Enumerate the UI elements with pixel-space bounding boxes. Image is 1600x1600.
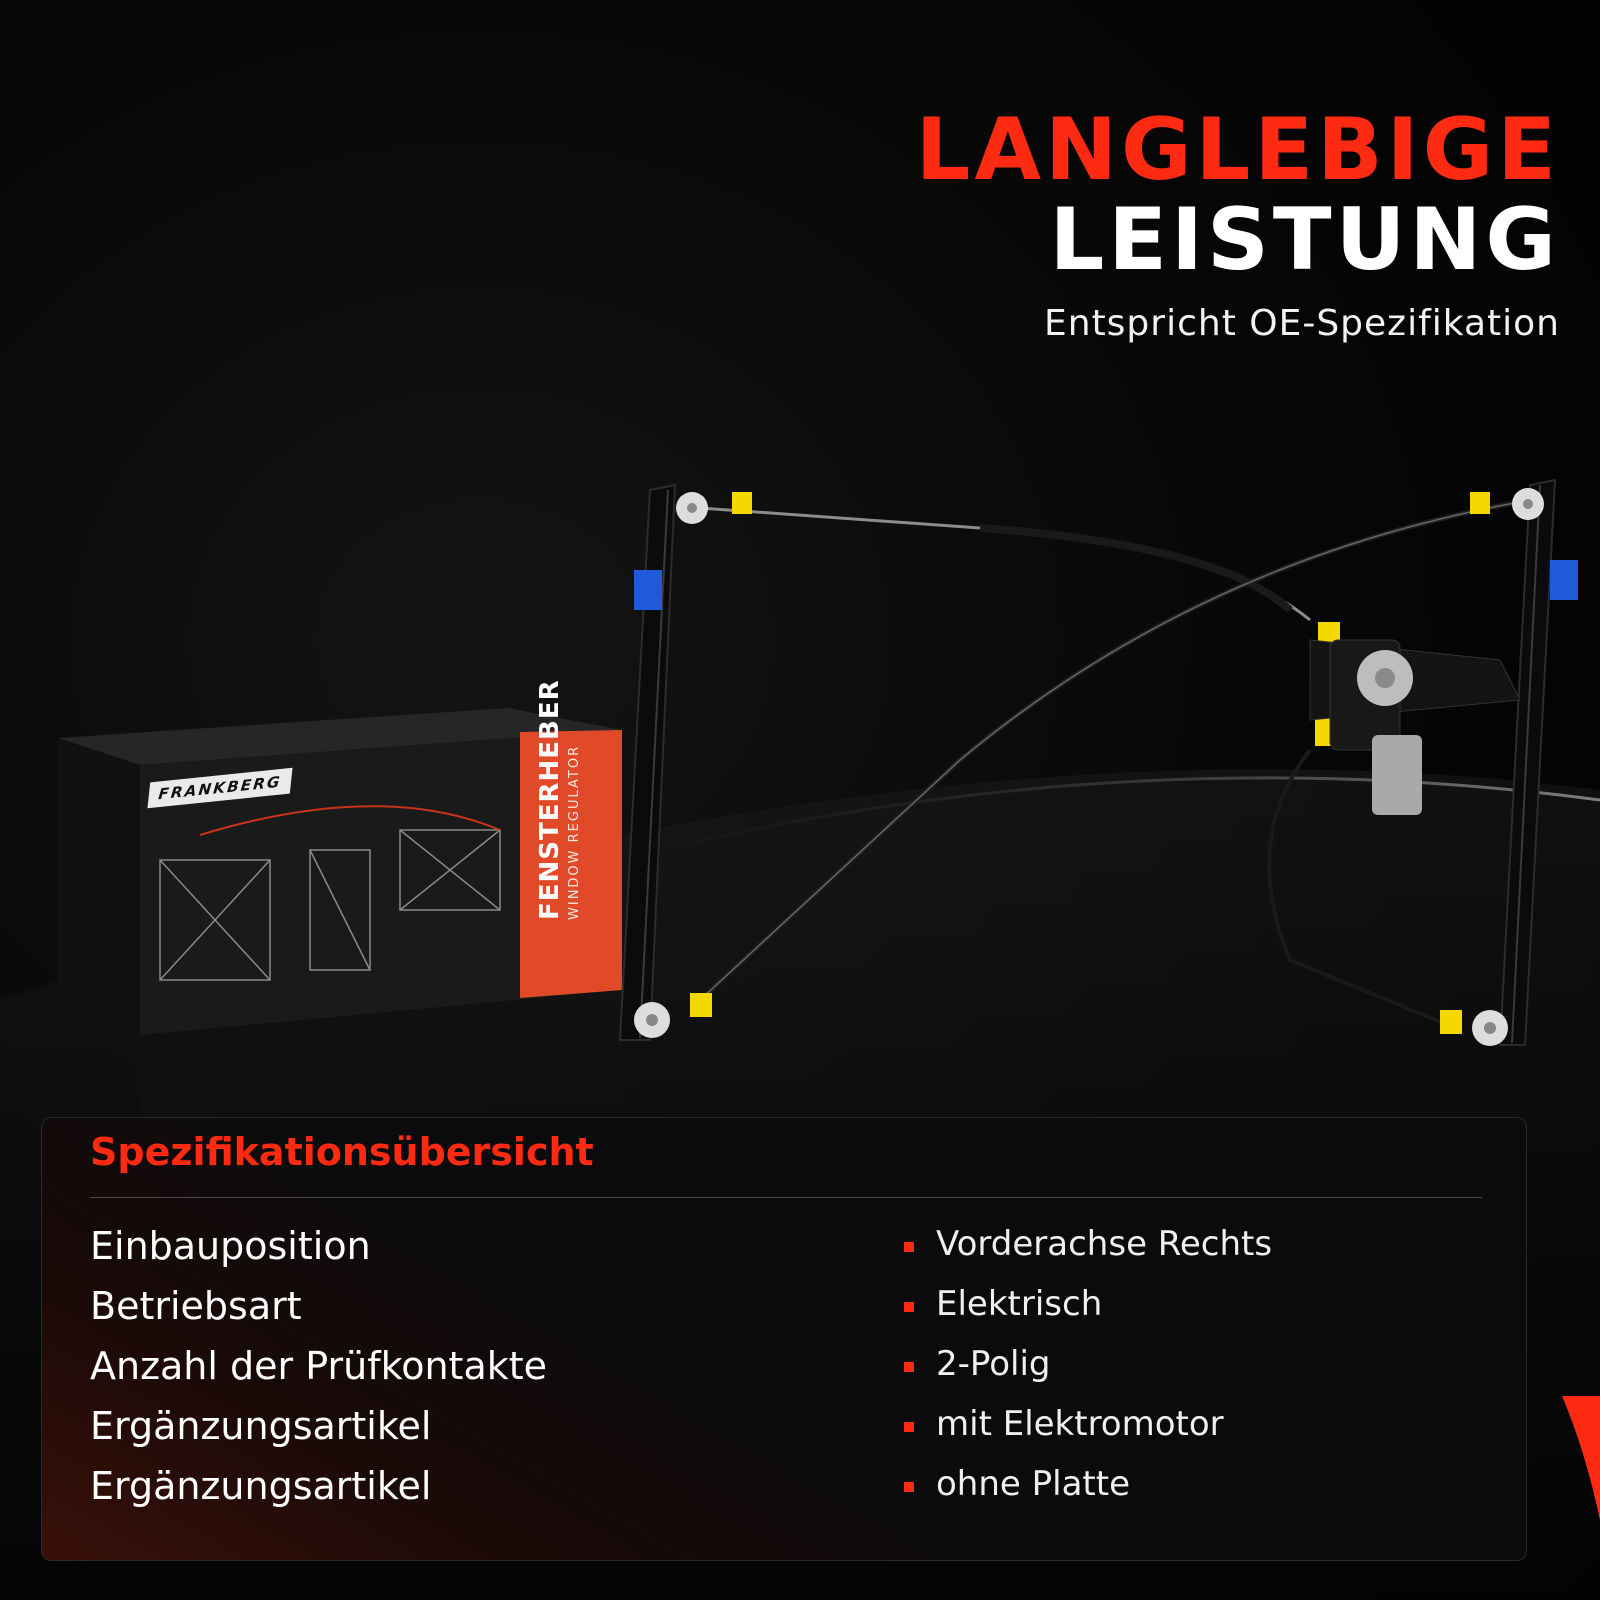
spec-value: ohne Platte — [936, 1464, 1130, 1504]
spec-value: mit Elektromotor — [936, 1404, 1224, 1444]
bullet-icon — [904, 1302, 914, 1312]
spec-row: Betriebsart Elektrisch — [90, 1284, 1490, 1340]
spec-value: Elektrisch — [936, 1284, 1103, 1324]
spec-card: Spezifikationsübersicht Einbauposition V… — [41, 1117, 1527, 1561]
spec-label: Einbauposition — [90, 1224, 371, 1268]
headline-line-2: LEISTUNG — [1049, 190, 1560, 290]
spec-value: 2-Polig — [936, 1344, 1051, 1384]
headline-subtitle: Entspricht OE-Spezifikation — [1044, 303, 1560, 344]
spec-heading: Spezifikationsübersicht — [90, 1130, 594, 1174]
spec-label: Ergänzungsartikel — [90, 1404, 432, 1448]
spec-label: Betriebsart — [90, 1284, 302, 1328]
spec-row: Ergänzungsartikel ohne Platte — [90, 1464, 1490, 1520]
bullet-icon — [904, 1242, 914, 1252]
spec-row: Anzahl der Prüfkontakte 2-Polig — [90, 1344, 1490, 1400]
spec-label: Ergänzungsartikel — [90, 1464, 432, 1508]
spec-value: Vorderachse Rechts — [936, 1224, 1273, 1264]
bullet-icon — [904, 1482, 914, 1492]
spec-row: Einbauposition Vorderachse Rechts — [90, 1224, 1490, 1280]
bullet-icon — [904, 1362, 914, 1372]
spec-divider — [90, 1197, 1482, 1198]
spec-row: Ergänzungsartikel mit Elektromotor — [90, 1404, 1490, 1460]
bullet-icon — [904, 1422, 914, 1432]
spec-label: Anzahl der Prüfkontakte — [90, 1344, 548, 1388]
headline-line-1: LANGLEBIGE — [915, 100, 1560, 200]
headline-block: LANGLEBIGE LEISTUNG Entspricht OE-Spezif… — [916, 105, 1560, 344]
